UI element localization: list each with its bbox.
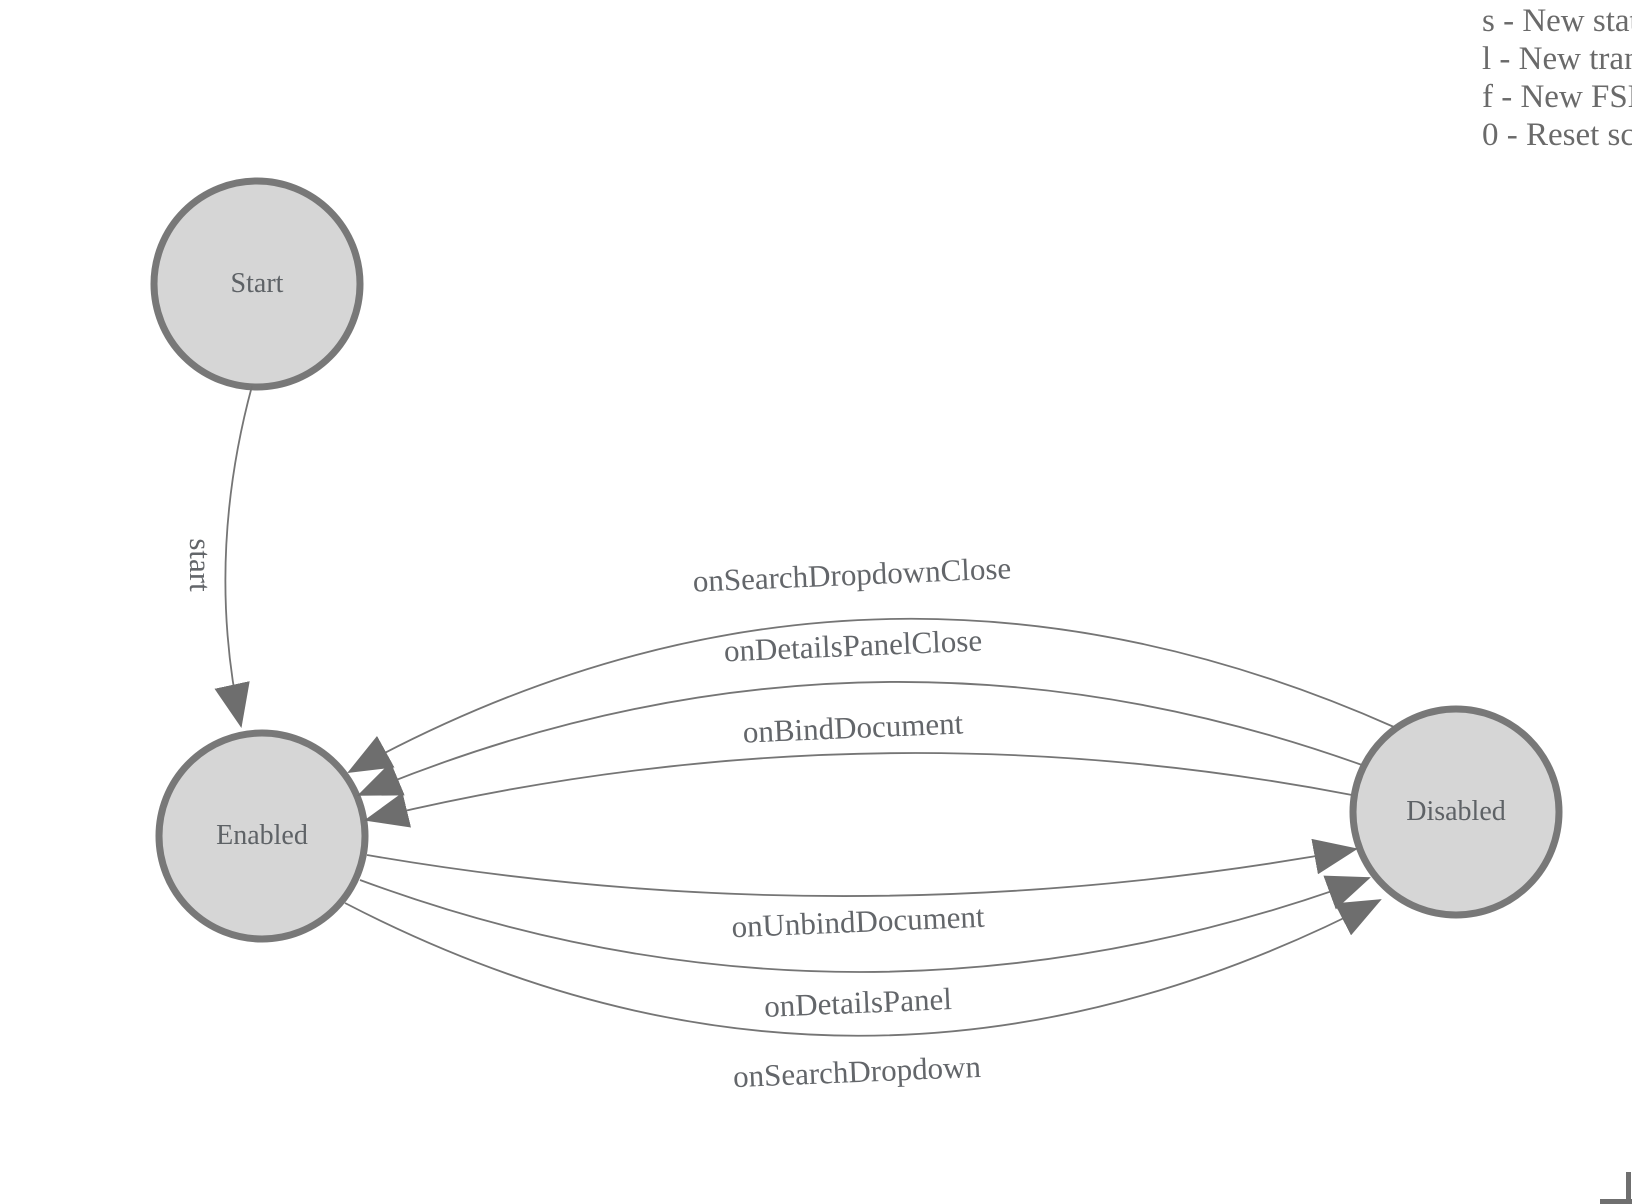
transition-edge-ondetailspanelclose[interactable]	[357, 681, 1363, 796]
canvas-corner-bracket	[1600, 1199, 1632, 1204]
help-line-new-fsm: f - New FSM	[1482, 79, 1632, 115]
state-node-disabled[interactable]	[1349, 705, 1563, 919]
state-node-enabled[interactable]	[155, 729, 369, 943]
transition-edge-start[interactable]	[214, 385, 253, 728]
transition-edge-onunbinddocument[interactable]	[366, 838, 1358, 897]
transition-edge-onbinddocument[interactable]	[364, 752, 1353, 828]
state-label-disabled[interactable]: Disabled	[1406, 796, 1506, 827]
transition-label-start[interactable]: start	[183, 538, 218, 592]
transition-edge-ondetailspanel[interactable]	[359, 875, 1371, 973]
state-node-start[interactable]	[150, 177, 364, 391]
canvas-corner-bracket	[1626, 1172, 1631, 1204]
transition-edge-onsearchdropdownclose[interactable]	[347, 617, 1395, 773]
help-line-new-state: s - New state	[1482, 3, 1632, 39]
help-line-new-transition: l - New transition	[1482, 41, 1632, 77]
shortcut-help-legend: s - New state l - New transition f - New…	[1482, 2, 1632, 154]
transition-edge-onsearchdropdown[interactable]	[344, 899, 1382, 1037]
state-label-start[interactable]: Start	[230, 268, 284, 299]
state-label-enabled[interactable]: Enabled	[216, 820, 308, 851]
help-line-reset-scale: 0 - Reset scale	[1482, 117, 1632, 153]
